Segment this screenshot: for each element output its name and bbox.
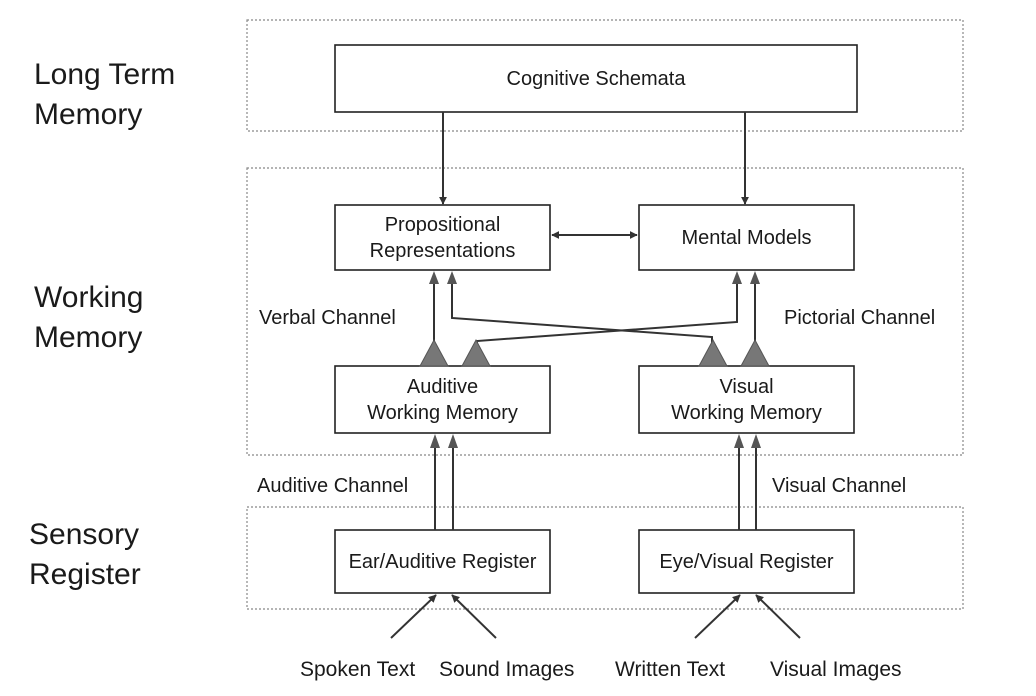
line-auditive-to-mental-models <box>476 282 738 352</box>
arrowhead-into-visual-2 <box>751 434 761 448</box>
visual-images-label: Visual Images <box>770 658 902 681</box>
pictorial-channel-label: Pictorial Channel <box>784 307 936 329</box>
auditive-working-memory-box <box>334 365 551 434</box>
triangle-visual-left <box>698 338 728 367</box>
visual-working-memory-text: Visual Working Memory <box>671 375 822 424</box>
arrowhead-into-mental-models-left <box>732 271 742 284</box>
arrow-sound-images-input <box>451 594 497 639</box>
long-term-memory-label: Long Term Memory <box>34 58 176 131</box>
arrowhead-into-visual-1 <box>734 434 744 448</box>
arrowhead-into-auditive-1 <box>430 434 440 448</box>
verbal-channel-label: Verbal Channel <box>259 307 396 329</box>
working-memory-region <box>246 167 964 456</box>
triangle-auditive-left <box>419 338 449 367</box>
written-text-label: Written Text <box>615 658 726 681</box>
eye-visual-register-text: Eye/Visual Register <box>659 550 834 573</box>
ear-auditive-register-text: Ear/Auditive Register <box>348 550 537 573</box>
arrowhead-into-mental-models-right <box>750 271 760 284</box>
working-memory-label: Working Memory <box>34 281 144 354</box>
mental-models-box <box>638 204 855 271</box>
arrowhead-into-auditive-2 <box>448 434 458 448</box>
arrowhead-into-propositional-left <box>429 271 439 284</box>
cognitive-schemata-box <box>334 44 858 113</box>
triangle-auditive-right <box>461 338 491 367</box>
triangle-visual-right <box>740 338 770 367</box>
arrowhead-into-propositional-right <box>447 271 457 284</box>
propositional-representations-text: Propositional Representations <box>369 213 516 262</box>
propositional-representations-box <box>334 204 551 271</box>
line-visual-to-propositional <box>451 282 713 352</box>
auditive-working-memory-text: Auditive Working Memory <box>367 375 518 424</box>
visual-channel-label: Visual Channel <box>772 475 907 497</box>
auditive-channel-label: Auditive Channel <box>257 475 409 497</box>
eye-visual-register-box <box>638 529 855 594</box>
long-term-memory-region <box>246 19 964 132</box>
arrow-spoken-text-input <box>390 594 437 639</box>
sound-images-label: Sound Images <box>439 658 575 681</box>
sensory-register-label: Sensory Register <box>29 518 141 591</box>
arrow-visual-images-input <box>755 594 801 639</box>
visual-working-memory-box <box>638 365 855 434</box>
spoken-text-label: Spoken Text <box>300 658 416 681</box>
cognitive-schemata-text: Cognitive Schemata <box>506 67 686 90</box>
mental-models-text: Mental Models <box>681 226 812 249</box>
ear-auditive-register-box <box>334 529 551 594</box>
arrow-written-text-input <box>694 594 741 639</box>
sensory-register-region <box>246 506 964 610</box>
